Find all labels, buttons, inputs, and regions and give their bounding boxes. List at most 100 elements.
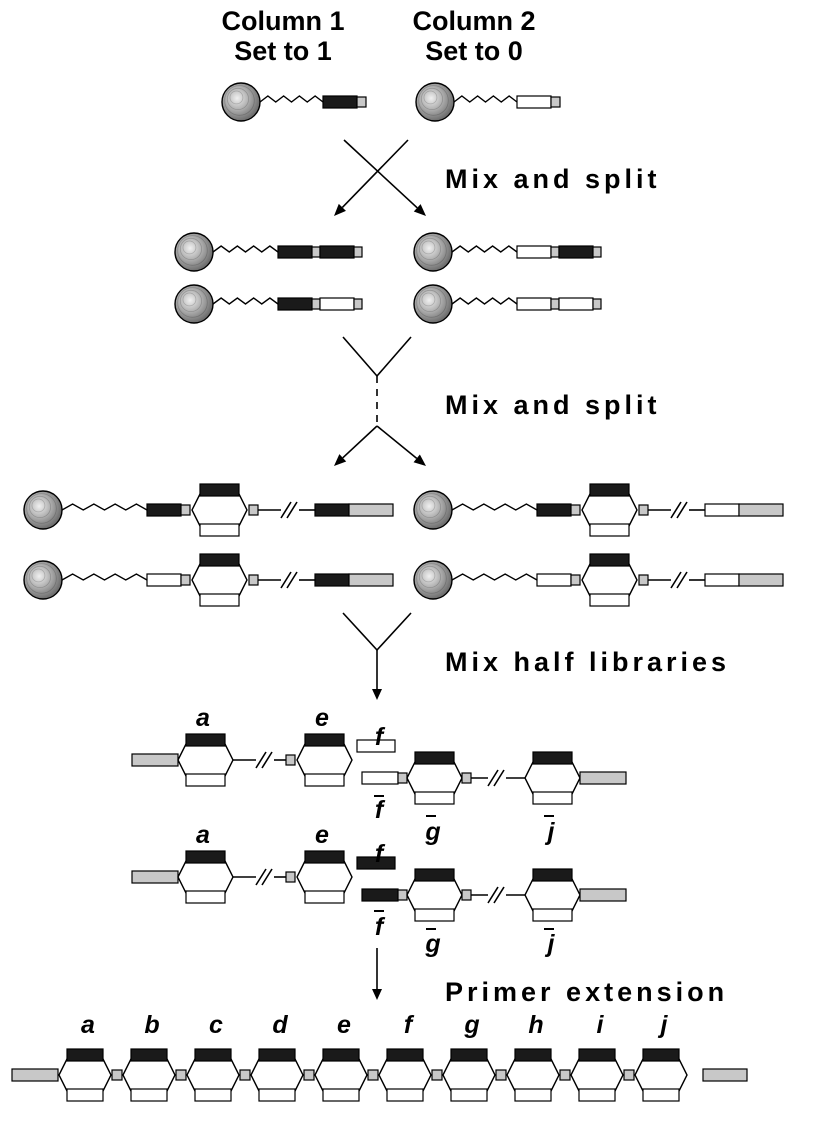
top-strand-block	[414, 868, 455, 882]
top-strand-block	[199, 483, 240, 497]
bottom-strand-block	[589, 523, 630, 537]
linker	[61, 573, 148, 581]
spacer-block	[303, 1069, 315, 1081]
bottom-strand-block	[304, 773, 345, 787]
spacer-block	[311, 298, 321, 310]
bit-block	[322, 95, 358, 109]
break-slash	[286, 501, 298, 519]
linker	[451, 573, 538, 581]
top-strand-block	[304, 850, 345, 864]
top-strand-block	[532, 868, 573, 882]
bit-block	[704, 573, 740, 587]
primer-extension-arrow-head	[372, 989, 382, 1000]
label-a-bottom: a	[196, 821, 210, 849]
step-primer-extension: Primer extension	[445, 977, 729, 1007]
bit-block	[319, 245, 355, 259]
bit-block	[536, 573, 572, 587]
final-bottom-strand-block	[450, 1088, 488, 1102]
top-strand-block	[185, 733, 226, 747]
bead-ring	[421, 568, 436, 583]
primer-block	[579, 771, 627, 785]
top-strand-block	[185, 850, 226, 864]
bottom-strand-block	[185, 773, 226, 787]
spacer-block	[570, 574, 581, 586]
primer-block	[738, 503, 784, 517]
bead-ring	[179, 289, 203, 312]
spacer-block	[285, 754, 296, 766]
bottom-strand-block	[589, 593, 630, 607]
linker	[451, 503, 538, 511]
label-f-complement-top: f	[374, 796, 384, 824]
top-strand-block	[199, 553, 240, 567]
bead-ring	[177, 287, 208, 318]
column-1-title: Column 1	[221, 6, 345, 36]
bead-ring	[179, 237, 203, 261]
label-f-bottom: f	[374, 840, 384, 868]
spacer-block	[239, 1069, 251, 1081]
split-arrow-right	[376, 425, 418, 460]
final-top-strand-block	[642, 1048, 680, 1062]
spacer-block	[285, 871, 296, 883]
spacer-block	[248, 504, 259, 516]
bottom-strand-block	[304, 890, 345, 904]
bead-ring	[28, 565, 52, 589]
break-slash	[676, 501, 688, 519]
spacer-block	[353, 298, 363, 310]
break-slash	[487, 886, 499, 904]
bit-block	[516, 95, 552, 109]
bead-ring	[416, 235, 447, 266]
label-b-final: b	[144, 1011, 160, 1039]
label-g-final: g	[464, 1011, 480, 1039]
linker	[61, 503, 148, 511]
break-slash	[255, 868, 267, 886]
final-top-strand-block	[66, 1048, 104, 1062]
bead-ring	[421, 292, 436, 307]
bead-ring	[420, 87, 443, 111]
step-mix-half-libraries: Mix half libraries	[445, 647, 731, 677]
column-2-header: Column 2 Set to 0	[384, 6, 564, 66]
bit-block	[146, 503, 182, 517]
top-strand-block	[414, 751, 455, 765]
bottom-strand-block	[185, 890, 226, 904]
linker	[259, 95, 324, 103]
merge-line-left	[342, 612, 378, 651]
spacer-block	[311, 246, 321, 258]
spacer-block	[638, 504, 649, 516]
split-arrow-right-head	[413, 454, 426, 466]
label-j-complement-top: j	[547, 818, 555, 846]
label-i-final: i	[596, 1011, 604, 1039]
bit-block	[319, 297, 355, 311]
mix-half-arrow-head	[372, 689, 382, 700]
spacer-block	[353, 246, 363, 258]
label-h-final: h	[528, 1011, 544, 1039]
mix-arrow-left-head	[334, 203, 346, 216]
bit-block	[277, 297, 313, 311]
bit-block	[558, 297, 594, 311]
spacer-block	[559, 1069, 571, 1081]
primer-block	[702, 1068, 748, 1082]
spacer-block	[495, 1069, 507, 1081]
column-2-setting: Set to 0	[425, 36, 523, 66]
bead-ring	[182, 292, 197, 307]
bead-ring	[177, 235, 208, 266]
final-bottom-strand-block	[578, 1088, 616, 1102]
column-1-header: Column 1 Set to 1	[193, 6, 373, 66]
final-bottom-strand-block	[642, 1088, 680, 1102]
label-c-final: c	[209, 1011, 223, 1039]
final-bottom-strand-block	[130, 1088, 168, 1102]
final-top-strand-block	[514, 1048, 552, 1062]
label-a-top: a	[196, 704, 210, 732]
spacer-block	[175, 1069, 187, 1081]
label-j-complement-bottom: j	[547, 930, 555, 958]
break-slash	[261, 751, 273, 769]
bit-block	[314, 573, 350, 587]
bottom-strand-block	[414, 791, 455, 805]
spacer-block	[431, 1069, 443, 1081]
spacer-block	[367, 1069, 379, 1081]
final-top-strand-block	[258, 1048, 296, 1062]
bead-ring	[182, 240, 197, 255]
bead-ring	[26, 563, 57, 594]
bit-block	[146, 573, 182, 587]
label-a-final: a	[81, 1011, 95, 1039]
break-slash	[280, 501, 292, 519]
